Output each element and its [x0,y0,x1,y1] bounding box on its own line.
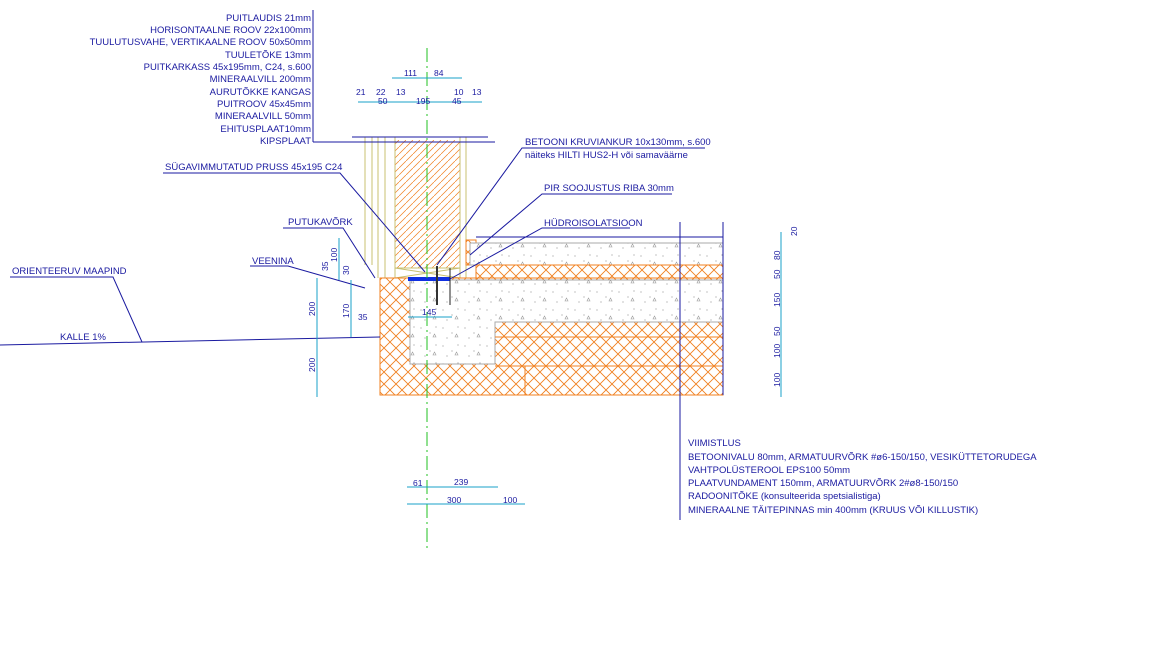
drawing-text: 45 [452,96,462,106]
drawing-text: MINERAALVILL 50mm [215,111,311,122]
right-dimensions: 20 80 50 150 50 100 100 [772,226,799,397]
drawing-text: 100 [772,373,782,387]
drawing-text: PUITROOV 45x45mm [217,99,311,110]
drawing-text: 13 [396,87,406,97]
drawing-text: 50 [772,269,782,279]
drawing-text: 200 [307,302,317,316]
drawing-text: AURUTÕKKE KANGAS [210,87,311,98]
drawing-text: MINERAALNE TÄITEPINNAS min 400mm (KRUUS … [688,505,978,516]
bottom-dimensions: 61 239 300 100 [407,477,525,505]
left-dimensions: 100 35 30 200 170 200 35 145 [307,238,452,397]
drawing-text: PUITLAUDIS 21mm [226,13,311,24]
drawing-text: 239 [454,477,468,487]
drawing-text: 170 [341,304,351,318]
drawing-text: RADOONITÕKE (konsulteerida spetsialistig… [688,491,881,502]
drawing-text: 50 [772,326,782,336]
drawing-text: VAHTPOLÜSTEROOL EPS100 50mm [688,465,850,476]
drawing-text: 100 [329,248,339,262]
drawing-text: 300 [447,495,461,505]
drawing-text: 50 [378,96,388,106]
top-dimensions: 111 84 21 22 13 10 13 50 195 45 [356,68,482,106]
drawing-text: 61 [413,478,423,488]
foundation-slab [379,222,724,520]
hydro-label: HÜDROISOLATSIOON [544,218,643,229]
drawing-text: TUULETÕKE 13mm [225,50,311,61]
drawing-text: 30 [341,265,351,275]
anchor-label: BETOONI KRUVIANKUR 10x130mm, s.600 [525,137,711,148]
drawing-text: PUITKARKASS 45x195mm, C24, s.600 [144,62,311,73]
ground-label: ORIENTEERUV MAAPIND [12,266,127,277]
drawing-text: 84 [434,68,444,78]
drawing-text: 13 [472,87,482,97]
insect-mesh-label: PUTUKAVÕRK [288,217,353,228]
sill-label: SÜGAVIMMUTATUD PRUSS 45x195 C24 [165,162,342,173]
drawing-text: HORISONTAALNE ROOV 22x100mm [150,25,311,36]
drawing-text: EHITUSPLAAT10mm [220,124,311,135]
hydro-insulation-bar [408,277,450,281]
pir-label: PIR SOOJUSTUS RIBA 30mm [544,183,674,194]
floor-layer-labels: VIIMISTLUS BETOONIVALU 80mm, ARMATUURVÕR… [688,438,1037,516]
drawing-text: TUULUTUSVAHE, VERTIKAALNE ROOV 50x50mm [90,37,311,48]
drawing-text: 35 [358,312,368,322]
drip-label: VEENINA [252,256,294,267]
drawing-text: BETOONIVALU 80mm, ARMATUURVÕRK #ø6-150/1… [688,452,1037,463]
drawing-text: 21 [356,87,366,97]
drawing-text: 100 [503,495,517,505]
drawing-text: 100 [772,344,782,358]
drawing-text: 200 [307,358,317,372]
drawing-text: VIIMISTLUS [688,438,741,449]
drawing-text: PLAATVUNDAMENT 150mm, ARMATUURVÕRK 2#ø8-… [688,478,958,489]
drawing-text: 10 [454,87,464,97]
drawing-text: 22 [376,87,386,97]
drawing-text: 20 [789,226,799,236]
footing-dim: 145 [422,307,436,317]
drawing-text: 80 [772,250,782,260]
drawing-text: 35 [320,261,330,271]
anchor-note: näiteks HILTI HUS2-H või samaväärne [525,150,688,161]
drawing-text: 195 [416,96,430,106]
drawing-text: KIPSPLAAT [260,136,311,147]
drawing-text: 150 [772,293,782,307]
drawing-text: MINERAALVILL 200mm [210,74,311,85]
wall-layer-labels: PUITLAUDIS 21mm HORISONTAALNE ROOV 22x10… [90,13,312,147]
slope-label: KALLE 1% [60,332,106,343]
drawing-text: 111 [404,68,417,78]
ground-line [0,336,381,346]
